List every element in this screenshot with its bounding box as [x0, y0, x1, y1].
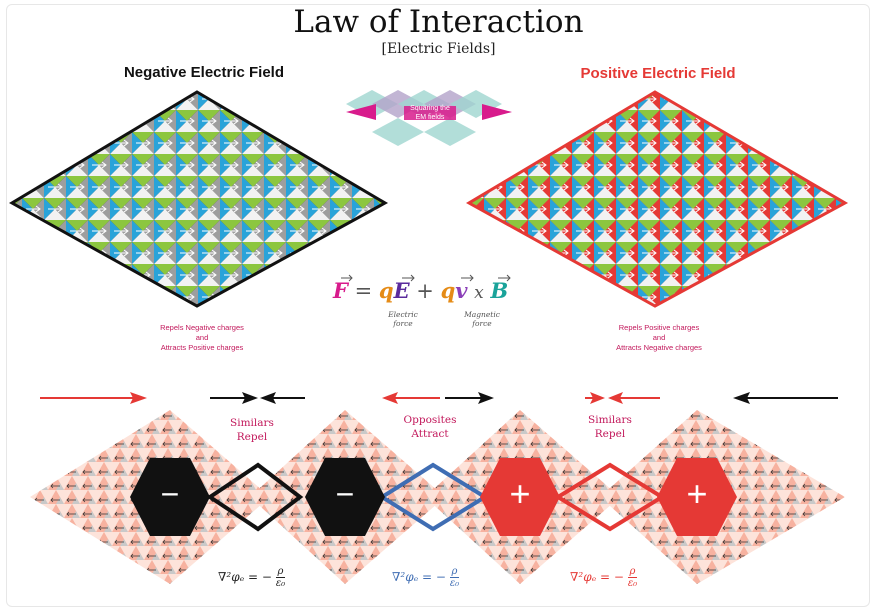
page-title: Law of Interaction — [293, 4, 584, 40]
page-frame — [6, 4, 870, 607]
formula-E: E — [393, 278, 410, 303]
poisson2-fraction: ρ ε₀ — [449, 566, 460, 589]
squaring-label: Squaring the EM fields — [404, 104, 456, 122]
magnetic-label-line2: force — [472, 319, 492, 328]
vector-arrows — [341, 274, 511, 282]
charge-sign-2: − — [335, 476, 355, 512]
arrow-black-pair — [210, 392, 305, 404]
charge-hexagon-3 — [480, 458, 560, 536]
relation1-line2: Repel — [236, 431, 268, 443]
negative-field-title: Negative Electric Field — [123, 64, 285, 81]
lorentz-formula: F = qE + qv x B — [333, 278, 508, 303]
magnetic-force-label: Magnetic force — [457, 310, 507, 328]
attract-diamond — [378, 462, 489, 532]
poisson3-lhs: ∇²φₑ = − — [570, 570, 624, 584]
repel-diamond-positive — [554, 462, 666, 532]
charge-hexagon-2 — [305, 458, 385, 536]
formula-plus: + — [416, 279, 434, 303]
positive-field-title: Positive Electric Field — [580, 65, 736, 82]
poisson1-fraction: ρ ε₀ — [275, 566, 286, 589]
negative-note-line2: and — [195, 333, 209, 342]
positive-field-diamond — [465, 90, 849, 308]
positive-note-line3: Attracts Negative charges — [616, 343, 702, 352]
formula-q2: q — [440, 278, 456, 303]
formula-cross: x — [474, 283, 484, 303]
charge-sign-4: + — [686, 473, 708, 514]
arrow-red-pair — [585, 392, 660, 404]
poisson-equation-1: ∇²φₑ = − ρ ε₀ — [218, 566, 286, 589]
poisson2-lhs: ∇²φₑ = − — [392, 570, 446, 584]
relation2-line2: Attract — [411, 428, 449, 440]
relation3-line2: Repel — [594, 428, 626, 440]
positive-field-note: Repels Positive charges and Attracts Neg… — [559, 323, 759, 353]
squaring-line1: Squaring the — [410, 105, 450, 112]
negative-field-diamond — [9, 90, 389, 308]
squaring-emblem — [346, 90, 512, 146]
electric-label-line1: Electric — [388, 310, 418, 319]
relation3-line1: Similars — [588, 414, 632, 426]
magnetic-label-line1: Magnetic — [464, 310, 500, 319]
electric-label-line2: force — [393, 319, 413, 328]
poisson-equation-3: ∇²φₑ = − ρ ε₀ — [570, 566, 638, 589]
negative-note-line3: Attracts Positive charges — [160, 343, 244, 352]
relation-similars-repel-2: Similars Repel — [550, 413, 670, 441]
formula-F: F — [333, 278, 348, 303]
formula-v: v — [455, 278, 468, 303]
negative-note-line1: Repels Negative charges — [160, 323, 244, 332]
relation-similars-repel-1: Similars Repel — [192, 416, 312, 444]
charge-sign-3: + — [509, 473, 531, 514]
charge-hexagon-4 — [657, 458, 737, 536]
poisson2-num: ρ — [449, 566, 460, 578]
formula-q1: q — [378, 278, 394, 303]
page-subtitle: [Electric Fields] — [381, 41, 496, 57]
arrow-black-right — [445, 392, 494, 404]
charge-hexagon-1 — [130, 458, 210, 536]
arrow-black-left — [733, 392, 838, 404]
poisson3-num: ρ — [627, 566, 638, 578]
positive-note-line1: Repels Positive charges — [618, 323, 700, 332]
negative-field-note: Repels Negative charges and Attracts Pos… — [102, 323, 302, 353]
formula-B: B — [490, 278, 509, 303]
poisson1-lhs: ∇²φₑ = − — [218, 570, 272, 584]
charge-sign-1: − — [160, 476, 180, 512]
arrow-red-right-1 — [40, 392, 147, 404]
squaring-line2: EM fields — [415, 114, 445, 121]
positive-note-line2: and — [652, 333, 666, 342]
arrow-red-left — [382, 392, 440, 404]
poisson2-den: ε₀ — [449, 578, 460, 589]
formula-equals: = — [354, 279, 373, 303]
electric-force-label: Electric force — [378, 310, 428, 328]
poisson3-fraction: ρ ε₀ — [627, 566, 638, 589]
repel-diamond-negative — [206, 462, 304, 532]
relation1-line1: Similars — [230, 417, 274, 429]
poisson-equation-2: ∇²φₑ = − ρ ε₀ — [392, 566, 460, 589]
relation2-line1: Opposites — [403, 414, 457, 426]
poisson3-den: ε₀ — [627, 578, 638, 589]
relation-opposites-attract: Opposites Attract — [370, 413, 490, 441]
poisson1-num: ρ — [275, 566, 286, 578]
poisson1-den: ε₀ — [275, 578, 286, 589]
